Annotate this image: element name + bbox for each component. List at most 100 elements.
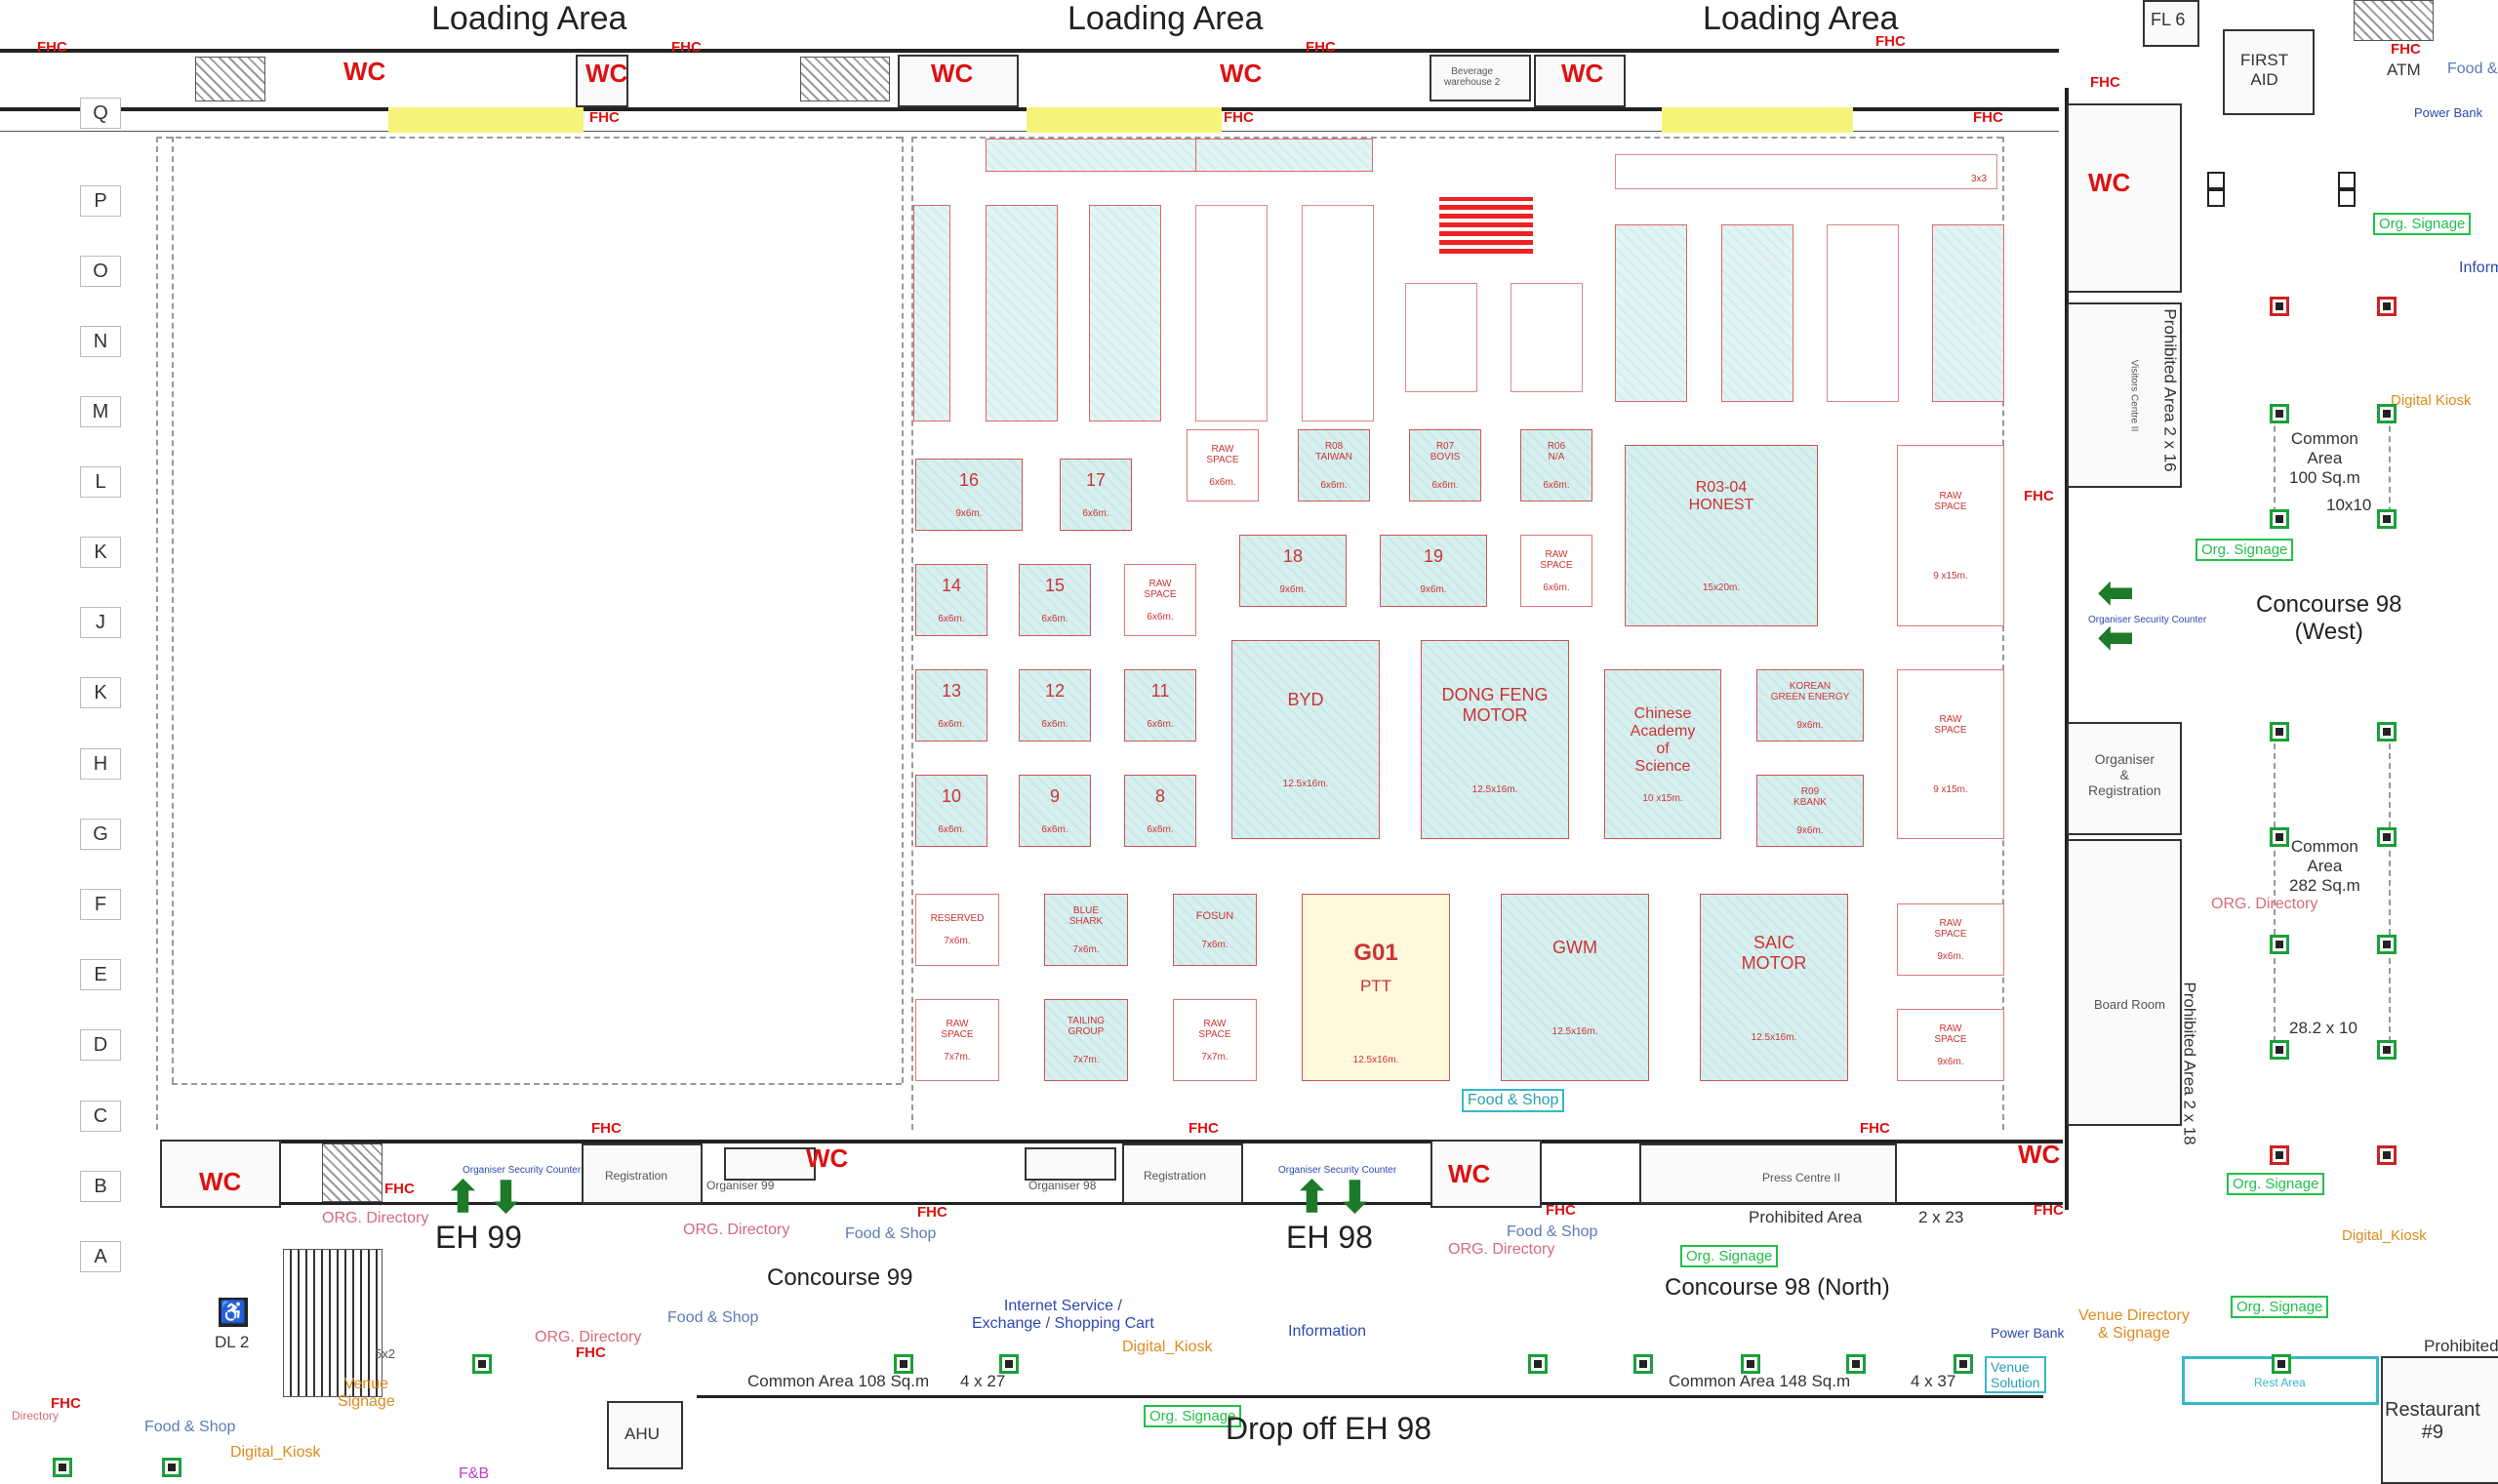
col-marker-b7	[1846, 1354, 1866, 1374]
col-marker-r6	[2377, 297, 2397, 316]
raw-space-8-size: 9 x15m.	[1933, 783, 1968, 795]
ahu-label: AHU	[624, 1424, 660, 1443]
dim-4x27: 4 x 27	[960, 1372, 1006, 1390]
col-marker-r4	[2338, 189, 2356, 207]
grid-row-h: H	[80, 748, 121, 780]
booth-10-label: 10	[941, 786, 962, 806]
col-marker-b11	[162, 1458, 181, 1477]
raw-space-6-size: 7x7m.	[1201, 1051, 1229, 1063]
booth-byd-label: BYD	[1287, 690, 1324, 709]
escalator-left	[283, 1249, 383, 1397]
hall99-left	[156, 137, 158, 1130]
booth-12-label: 12	[1044, 681, 1066, 701]
booth-r09-size: 9x6m.	[1796, 824, 1824, 836]
col-marker-r8	[2377, 404, 2397, 423]
internet-service: Internet Service / Exchange / Shopping C…	[972, 1298, 1154, 1332]
booth-r03-04-size: 15x20m.	[1702, 582, 1741, 593]
col-cells-3	[1089, 205, 1161, 421]
booth-r09[interactable]: R09 KBANK 9x6m.	[1756, 775, 1864, 847]
fhc-top-4: FHC	[1224, 109, 1254, 126]
booth-9-size: 6x6m.	[1041, 824, 1068, 835]
loading-area-center: Loading Area	[1068, 0, 1264, 37]
grid-row-m: M	[80, 396, 121, 427]
grid-row-f: F	[80, 889, 121, 920]
booth-r09-label: R09 KBANK	[1793, 785, 1827, 808]
arrow-eh99-up: ⬆	[445, 1174, 481, 1222]
wc-right-block	[2067, 103, 2182, 293]
directory-left: Directory	[12, 1409, 60, 1423]
booth-dongfeng-label: DONG FENG MOTOR	[1441, 684, 1549, 725]
fhc-bottom-7: FHC	[2034, 1202, 2064, 1219]
col-marker-b2	[894, 1354, 913, 1374]
food-shop-mid: Food & Shop	[1462, 1089, 1565, 1112]
booth-fosun-label: FOSUN	[1195, 909, 1234, 922]
hall98-top	[911, 137, 2002, 139]
food-label-top: Food &	[2447, 60, 2498, 77]
fhc-top-6: FHC	[1875, 33, 1906, 50]
inform-right: Inform	[2459, 260, 2498, 276]
org-directory-1: ORG. Directory	[322, 1210, 429, 1226]
raw-space-2-label: RAW SPACE	[1144, 578, 1177, 600]
hall99-left-inner	[172, 137, 174, 1083]
booth-r07-label: R07 BOVIS	[1430, 440, 1461, 462]
first-aid-label: FIRST AID	[2240, 51, 2289, 89]
raw-space-10-label: RAW SPACE	[1934, 1023, 1967, 1045]
hall98-right	[2002, 137, 2004, 1130]
raw-space-1-size: 6x6m.	[1209, 476, 1236, 488]
venue-solution-bottom: Venue Solution	[1985, 1356, 2046, 1393]
booth-17-size: 6x6m.	[1082, 508, 1109, 519]
common282-left	[2274, 724, 2276, 1052]
digital-kiosk-right2: Digital_Kiosk	[2342, 1227, 2427, 1244]
fhc-top-1: FHC	[37, 39, 67, 56]
org-signage-bottom-3: Org. Signage	[2231, 1296, 2329, 1318]
loading-area-right: Loading Area	[1703, 0, 1899, 37]
col-cells-2	[986, 205, 1058, 421]
booth-19-size: 9x6m.	[1420, 584, 1447, 595]
col-cells-4	[1195, 205, 1268, 421]
col-marker-b3	[999, 1354, 1019, 1374]
venue-directory: Venue Directory & Signage	[2078, 1307, 2190, 1342]
loading-area-left: Loading Area	[431, 0, 627, 37]
stair-top-right	[2354, 0, 2434, 41]
col-marker-r3	[2338, 172, 2356, 189]
booth-g01[interactable]: G01 PTT 12.5x16m.	[1302, 894, 1450, 1081]
loading-strip-3	[1662, 107, 1853, 133]
booth-gwm-size: 12.5x16m.	[1551, 1026, 1598, 1037]
hall99-top	[156, 137, 902, 139]
